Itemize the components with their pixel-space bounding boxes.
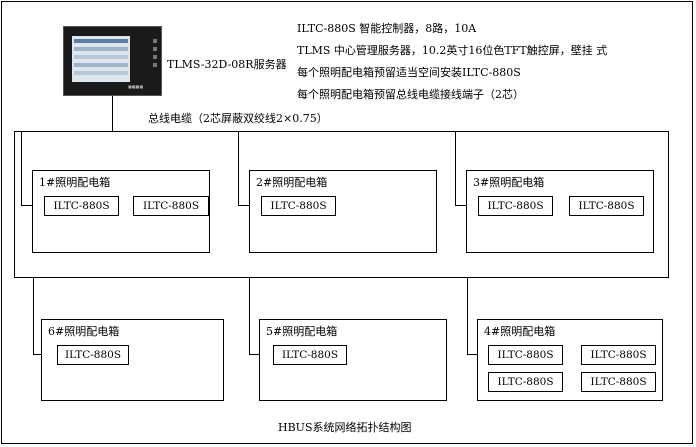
controller-box: ILTC-880S <box>44 196 119 216</box>
touch-screen-server-icon: ■■■■ <box>63 26 162 96</box>
spec-line-controller: ILTC-880S 智能控制器，8路，10A <box>297 22 477 35</box>
diagram-caption: HBUS系统网络拓扑结构图 <box>278 421 412 434</box>
controller-box: ILTC-880S <box>581 345 656 365</box>
spec-line-space: 每个照明配电箱预留适当空间安装ILTC-880S <box>297 66 521 79</box>
controller-box: ILTC-880S <box>478 196 553 216</box>
server-label: TLMS-32D-08R服务器 <box>167 58 287 71</box>
controller-box: ILTC-880S <box>488 372 563 392</box>
spec-line-terminal: 每个照明配电箱预留总线电缆接线端子（2芯） <box>297 88 524 101</box>
controller-box: ILTC-880S <box>57 345 129 365</box>
panel-title: 1#照明配电箱 <box>39 176 111 189</box>
bus-cable-label: 总线电缆（2芯屏蔽双绞线2×0.75） <box>148 112 328 125</box>
panel-title: 2#照明配电箱 <box>256 176 328 189</box>
panel-title: 3#照明配电箱 <box>473 176 545 189</box>
controller-box: ILTC-880S <box>488 345 563 365</box>
controller-box: ILTC-880S <box>261 196 336 216</box>
panel-title: 6#照明配电箱 <box>48 325 120 338</box>
panel-title: 4#照明配电箱 <box>484 325 556 338</box>
controller-box: ILTC-880S <box>581 372 656 392</box>
panel-title: 5#照明配电箱 <box>266 325 338 338</box>
controller-box: ILTC-880S <box>133 196 209 216</box>
controller-box: ILTC-880S <box>273 345 347 365</box>
controller-box: ILTC-880S <box>569 196 644 216</box>
spec-line-server: TLMS 中心管理服务器，10.2英寸16位色TFT触控屏，壁挂 式 <box>297 44 608 57</box>
